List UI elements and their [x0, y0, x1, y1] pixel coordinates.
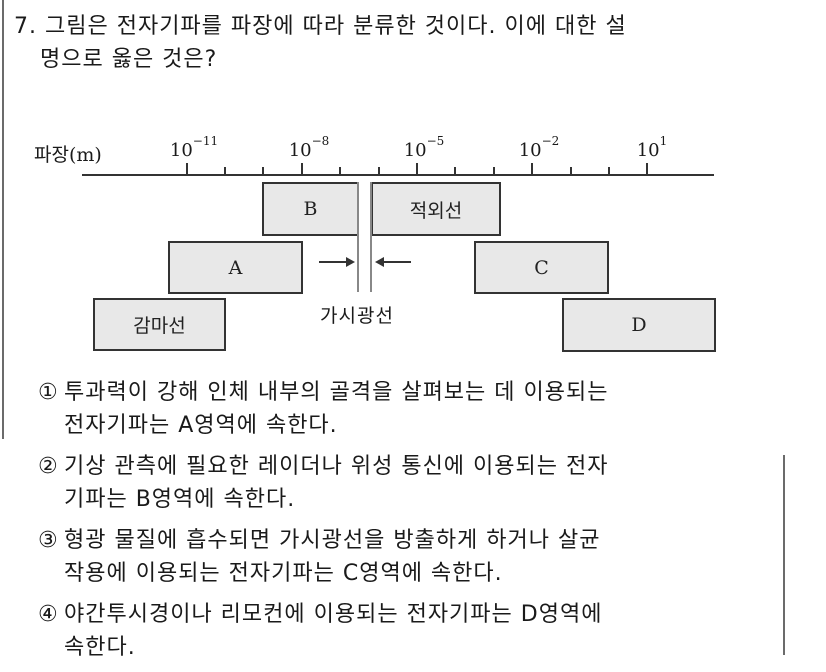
tick-minor [608, 167, 610, 175]
band-b: B [262, 182, 359, 236]
tick-minor [224, 167, 226, 175]
question-text-1: 그림은 전자기파를 파장에 따라 분류한 것이다. 이에 대한 설 [45, 14, 627, 39]
tick-major [416, 163, 418, 175]
tick-minor [454, 167, 456, 175]
question-line-1: 7. 그림은 전자기파를 파장에 따라 분류한 것이다. 이에 대한 설 [14, 10, 814, 43]
tick-label: 10−5 [403, 134, 445, 161]
question-line-2: 명으로 옳은 것은? [40, 47, 218, 72]
visible-boundary-right [370, 182, 372, 292]
band-d: D [562, 298, 716, 352]
wavelength-axis [82, 174, 714, 176]
option-text: 전자기파는 A영역에 속한다. [64, 413, 338, 438]
arrow-left-icon [375, 257, 411, 267]
option-text: 형광 물질에 흡수되면 가시광선을 방출하게 하거나 살균 [64, 528, 601, 553]
option-text: 작용에 이용되는 전자기파는 C영역에 속한다. [64, 561, 503, 586]
option-text: 투과력이 강해 인체 내부의 골격을 살펴보는 데 이용되는 [64, 380, 609, 405]
question-stem: 7. 그림은 전자기파를 파장에 따라 분류한 것이다. 이에 대한 설 명으로… [14, 10, 814, 76]
right-border-line [783, 455, 785, 655]
visible-light-label: 가시광선 [320, 305, 394, 327]
tick-label: 101 [636, 134, 668, 161]
band-gamma: 감마선 [93, 298, 226, 351]
tick-minor [378, 167, 380, 175]
band-a: A [168, 241, 303, 294]
option-text: 야간투시경이나 리모컨에 이용되는 전자기파는 D영역에 [64, 602, 603, 627]
tick-label: 10−8 [288, 134, 330, 161]
tick-label: 10−11 [169, 134, 219, 161]
question-number: 7. [14, 14, 37, 39]
tick-major [531, 163, 533, 175]
tick-label: 10−2 [518, 134, 560, 161]
tick-minor [339, 167, 341, 175]
option-number: ④ [38, 602, 59, 627]
em-spectrum-figure: 파장(m) 10−11 10−8 10−5 10−2 101 B 적외선 A C… [34, 134, 716, 352]
option-text: 기상 관측에 필요한 레이더나 위성 통신에 이용되는 전자 [64, 454, 609, 479]
option-number: ① [38, 380, 59, 405]
arrow-right-icon [319, 257, 355, 267]
axis-label: 파장(m) [34, 144, 102, 166]
option-text: 기파는 B영역에 속한다. [64, 487, 296, 512]
band-c: C [474, 241, 609, 294]
tick-major [646, 163, 648, 175]
visible-boundary-left [357, 182, 359, 292]
tick-minor [570, 167, 572, 175]
option-number: ③ [38, 528, 59, 553]
left-border-line [2, 0, 4, 439]
band-infrared: 적외선 [371, 182, 501, 236]
tick-major [186, 163, 188, 175]
option-text: 속한다. [64, 635, 136, 660]
option-number: ② [38, 454, 59, 479]
tick-major [301, 163, 303, 175]
tick-minor [493, 167, 495, 175]
tick-minor [262, 167, 264, 175]
